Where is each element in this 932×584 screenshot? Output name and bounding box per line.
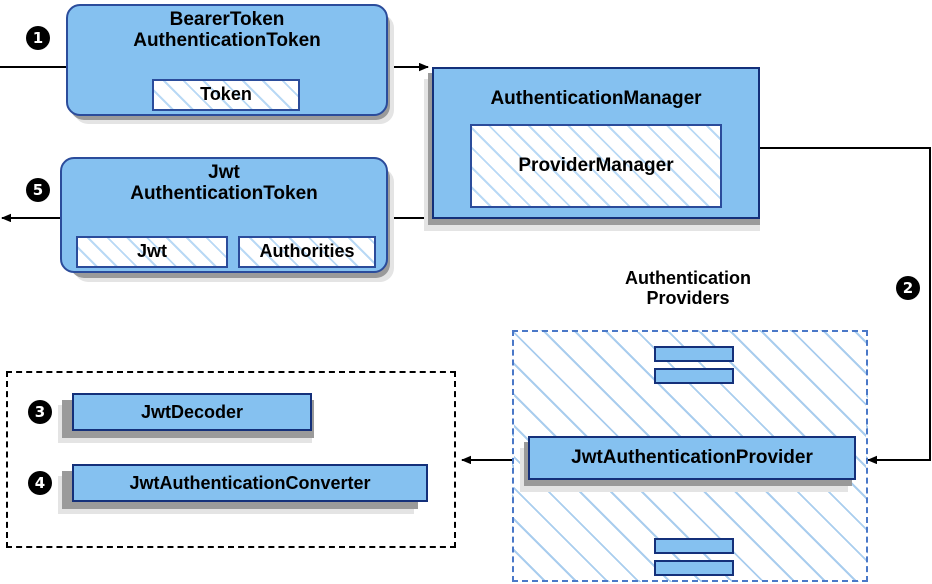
jwt-token-field-jwt[interactable] — [76, 236, 228, 268]
jwt-decoder-box[interactable] — [72, 393, 312, 431]
jwt-support-region — [6, 371, 456, 548]
step-marker-3: 3 — [28, 400, 52, 424]
provider-stack-bar-bottom-1 — [654, 538, 734, 554]
provider-stack-bar-top-1 — [654, 346, 734, 362]
jwt-authentication-converter-box[interactable] — [72, 464, 428, 502]
step-marker-4: 4 — [28, 471, 52, 495]
bearer-token-field-token[interactable] — [152, 79, 300, 111]
jwt-authentication-provider-box[interactable] — [528, 436, 856, 480]
step-marker-5: 5 — [26, 178, 50, 202]
step-marker-2: 2 — [896, 276, 920, 300]
authentication-manager-field-providermanager[interactable] — [470, 124, 722, 208]
provider-stack-bar-bottom-2 — [654, 560, 734, 576]
jwt-token-field-authorities[interactable] — [238, 236, 376, 268]
authentication-providers-label: Authentication Providers — [625, 268, 751, 309]
provider-stack-bar-top-2 — [654, 368, 734, 384]
step-marker-1: 1 — [26, 26, 50, 50]
